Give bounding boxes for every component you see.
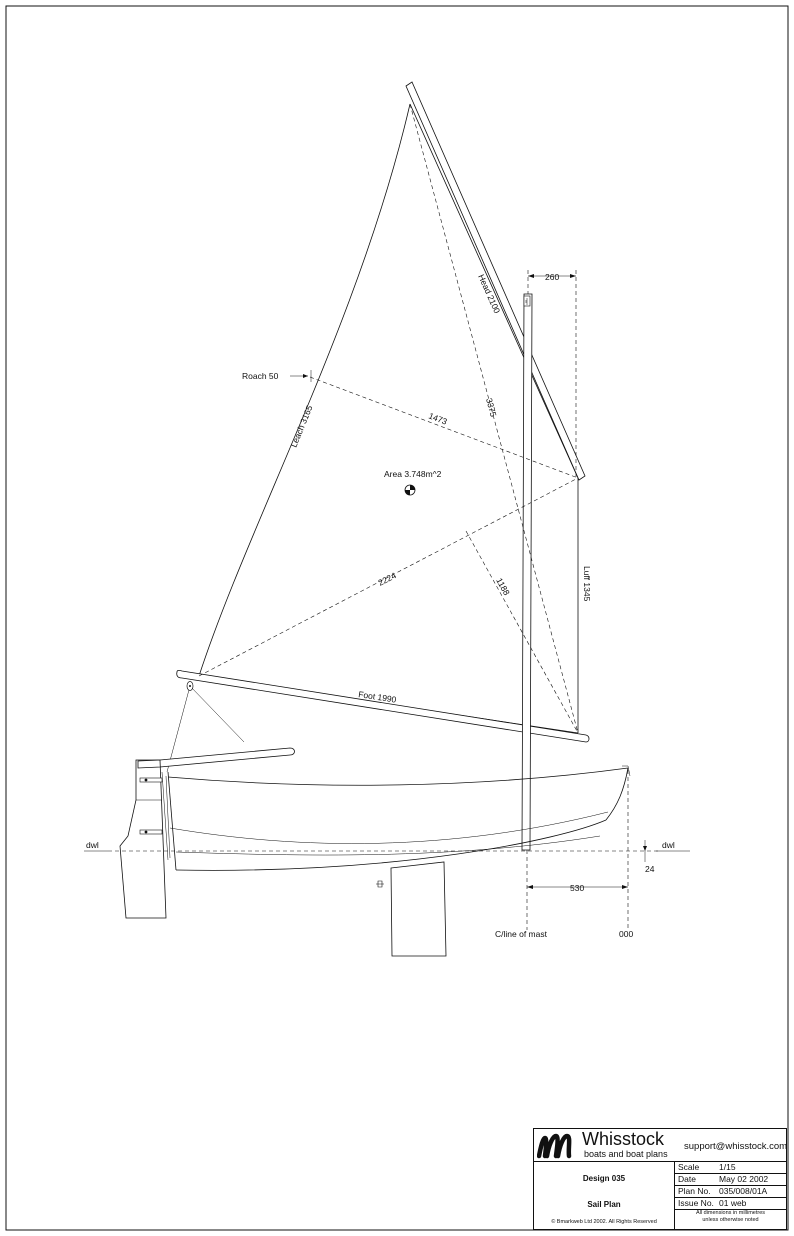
title-block-right: Scale 1/15 Date May 02 2002 Plan No. 035… bbox=[675, 1162, 786, 1229]
dwl-right-label: dwl bbox=[662, 840, 675, 850]
hull bbox=[137, 747, 631, 871]
scale-value: 1/15 bbox=[719, 1162, 736, 1172]
support-email[interactable]: support@whisstock.com bbox=[684, 1141, 788, 1152]
mast-centerline-dims bbox=[526, 770, 647, 930]
dim-530-label: 530 bbox=[570, 883, 584, 893]
plan-no-value: 035/008/01A bbox=[719, 1186, 768, 1196]
boom-spar bbox=[176, 669, 590, 743]
date-row: Date May 02 2002 bbox=[675, 1174, 786, 1186]
dim-260-label: 260 bbox=[545, 272, 559, 282]
dimensions-note: All dimensions in millimetres unless oth… bbox=[675, 1210, 786, 1224]
diag-3375-label: 3375 bbox=[484, 397, 499, 418]
diag-2224-label: 2224 bbox=[376, 570, 398, 588]
title-block: Whisstock boats and boat plans support@w… bbox=[533, 1128, 787, 1230]
leach-label: Leach 3165 bbox=[289, 404, 315, 449]
area-label: Area 3.748m^2 bbox=[384, 469, 442, 479]
sheet-border bbox=[5, 5, 789, 1231]
issue-no-key: Issue No. bbox=[678, 1198, 714, 1208]
mainsheet bbox=[166, 681, 245, 773]
dimensions-note-line2: unless otherwise noted bbox=[702, 1217, 759, 1223]
design-number: Design 035 bbox=[582, 1174, 626, 1183]
copyright-notice: © Bmarkweb Ltd 2002. All Rights Reserved bbox=[551, 1219, 657, 1225]
title-block-left: Design 035 Sail Plan © Bmarkweb Ltd 2002… bbox=[534, 1162, 675, 1229]
plan-no-key: Plan No. bbox=[678, 1186, 711, 1196]
scale-key: Scale bbox=[678, 1162, 700, 1172]
gaff-spar bbox=[405, 81, 586, 481]
roach-label: Roach 50 bbox=[242, 371, 279, 381]
plan-no-row: Plan No. 035/008/01A bbox=[675, 1186, 786, 1198]
issue-no-row: Issue No. 01 web bbox=[675, 1198, 786, 1210]
datum-label: 000 bbox=[619, 929, 633, 939]
roach-marker bbox=[290, 370, 312, 382]
brand-logo bbox=[536, 1130, 579, 1166]
centreboard bbox=[376, 861, 447, 957]
date-value: May 02 2002 bbox=[719, 1174, 769, 1184]
dimension-260 bbox=[527, 270, 577, 478]
rudder bbox=[119, 759, 171, 919]
date-key: Date bbox=[678, 1174, 696, 1184]
issue-no-value: 01 web bbox=[719, 1198, 747, 1208]
mast-centerline-label: C/line of mast bbox=[495, 929, 548, 939]
diag-1473-label: 1473 bbox=[427, 411, 448, 427]
sail bbox=[198, 103, 579, 734]
scale-row: Scale 1/15 bbox=[675, 1162, 786, 1174]
dwl-left-label: dwl bbox=[86, 840, 99, 850]
centre-of-effort-symbol bbox=[404, 484, 416, 496]
brand-tagline: boats and boat plans bbox=[584, 1149, 668, 1159]
title-block-header: Whisstock boats and boat plans support@w… bbox=[534, 1129, 788, 1162]
luff-label: Luff 1345 bbox=[582, 566, 592, 602]
brand-name: Whisstock bbox=[582, 1129, 665, 1149]
dim-24-label: 24 bbox=[645, 864, 655, 874]
dimensions-note-line1: All dimensions in millimetres bbox=[695, 1210, 766, 1216]
construction-lines bbox=[198, 103, 579, 734]
mast bbox=[521, 293, 533, 851]
logo-mark-icon bbox=[536, 1133, 572, 1159]
plan-title: Sail Plan bbox=[587, 1200, 621, 1209]
